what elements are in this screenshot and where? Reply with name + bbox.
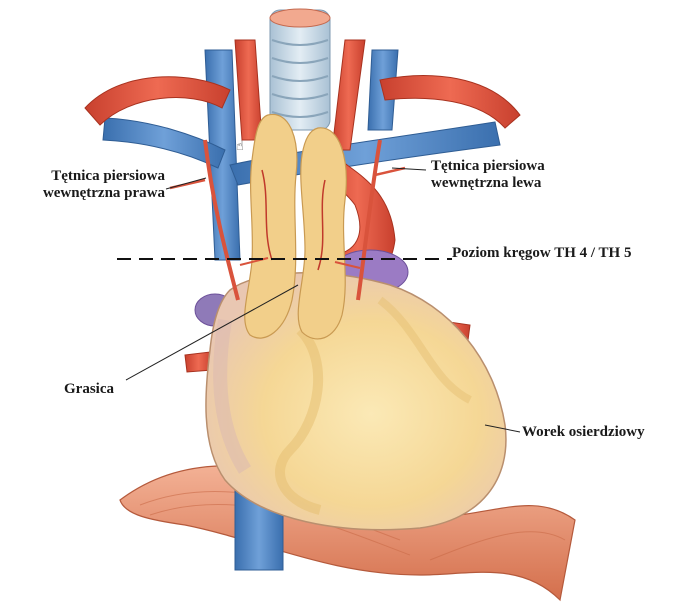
label-pericardium: Worek osierdziowy (522, 424, 645, 441)
label-vertebral-level: Poziom kręgow TH 4 / TH 5 (452, 245, 631, 262)
label-left-internal-thoracic-line1: Tętnica piersiowa (431, 158, 545, 175)
label-thymus: Grasica (64, 381, 114, 398)
label-right-internal-thoracic-line2: wewnętrzna prawa (10, 185, 165, 202)
trachea (270, 9, 330, 130)
label-right-internal-thoracic-line1: Tętnica piersiowa (10, 168, 165, 185)
hand-cursor-icon: ☝ (236, 139, 244, 154)
label-left-internal-thoracic: Tętnica piersiowa wewnętrzna lewa (431, 158, 545, 192)
label-right-internal-thoracic: Tętnica piersiowa wewnętrzna prawa (10, 168, 165, 202)
label-left-internal-thoracic-line2: wewnętrzna lewa (431, 175, 545, 192)
